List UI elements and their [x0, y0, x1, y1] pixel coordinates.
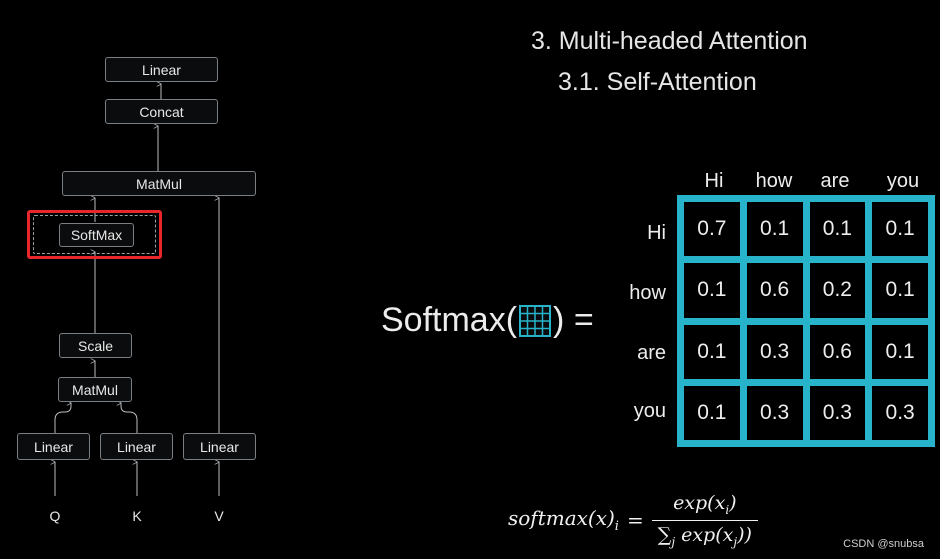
- matrix-cell: 0.1: [746, 202, 803, 257]
- concat-block: Concat: [105, 99, 218, 124]
- matrix-cell: 0.1: [684, 263, 740, 318]
- matrix-cell: 0.1: [872, 263, 928, 318]
- section-heading: 3. Multi-headed Attention: [531, 27, 808, 55]
- column-label-how: how: [755, 170, 793, 192]
- linear-q-block: Linear: [17, 433, 90, 460]
- softmax-formula: softmax(x)i = exp(xi) ∑j exp(xj)): [508, 492, 758, 549]
- row-label-hi: Hi: [647, 222, 666, 244]
- matrix-cell: 0.1: [684, 385, 740, 440]
- watermark-text: CSDN @snubsa: [843, 538, 924, 550]
- input-v-label: V: [214, 508, 224, 524]
- matrix-cell: 0.7: [684, 202, 740, 257]
- matrix-cell: 0.3: [809, 385, 866, 440]
- softmax-block: SoftMax: [59, 223, 134, 247]
- matrix-cell: 0.1: [809, 202, 866, 257]
- formula-lhs: softmax(x)i: [508, 506, 619, 535]
- matrix-cell: 0.6: [809, 324, 866, 379]
- softmax-highlight-box: [27, 210, 162, 259]
- matmul-bottom-block: MatMul: [58, 377, 132, 402]
- matrix-grid: 0.7 0.1 0.1 0.1 0.1 0.6 0.2 0.1 0.1 0.3 …: [677, 195, 935, 447]
- formula-fraction: exp(xi) ∑j exp(xj)): [651, 492, 758, 549]
- scale-block: Scale: [59, 333, 132, 358]
- column-label-you: you: [886, 170, 920, 192]
- row-label-are: are: [637, 342, 666, 364]
- matrix-cell: 0.3: [872, 385, 928, 440]
- grid-matrix-icon: [519, 304, 552, 337]
- matrix-cell: 0.3: [746, 385, 803, 440]
- linear-k-block: Linear: [100, 433, 173, 460]
- matmul-top-block: MatMul: [62, 171, 256, 196]
- formula-denominator: ∑j exp(xj)): [651, 519, 758, 549]
- matrix-cell: 0.6: [746, 263, 803, 318]
- subsection-heading: 3.1. Self-Attention: [558, 68, 757, 96]
- matrix-cell: 0.1: [684, 324, 740, 379]
- softmax-dashed-frame: [33, 215, 156, 254]
- linear-output-block: Linear: [105, 57, 218, 82]
- softmax-suffix: ) =: [553, 301, 594, 339]
- matrix-cell: 0.1: [872, 324, 928, 379]
- softmax-expression: Softmax( ) =: [381, 301, 594, 340]
- linear-v-block: Linear: [183, 433, 256, 460]
- softmax-prefix: Softmax(: [381, 301, 518, 339]
- column-label-are: are: [820, 170, 850, 192]
- matrix-cell: 0.2: [809, 263, 866, 318]
- formula-numerator: exp(xi): [673, 492, 737, 517]
- matrix-cell: 0.3: [746, 324, 803, 379]
- input-k-label: K: [132, 508, 142, 524]
- formula-equals: =: [626, 508, 644, 533]
- matrix-cell: 0.1: [872, 202, 928, 257]
- row-label-you: you: [633, 400, 666, 422]
- input-q-label: Q: [49, 508, 61, 524]
- row-label-how: how: [629, 282, 666, 304]
- column-label-hi: Hi: [704, 170, 724, 192]
